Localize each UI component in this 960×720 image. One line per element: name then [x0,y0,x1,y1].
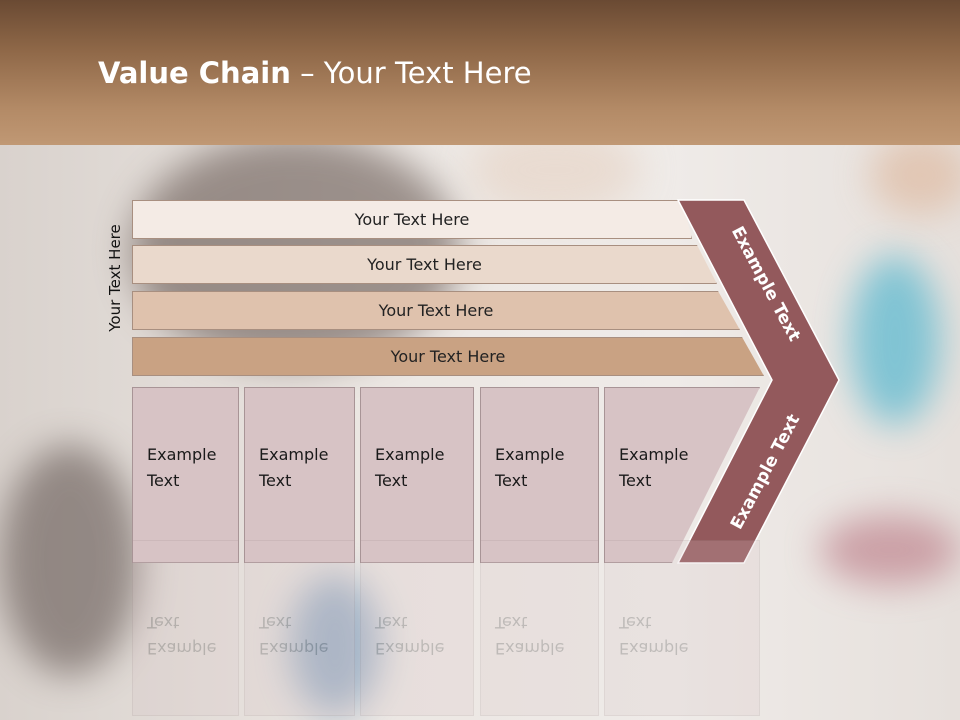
row-bar: Your Text Here [132,200,692,239]
row-bar: Your Text Here [132,291,740,330]
row-bar: Your Text Here [132,337,764,376]
vertical-axis-label: Your Text Here [106,223,124,332]
slide-title: Value Chain – Your Text Here [98,56,532,90]
title-banner: Value Chain – Your Text Here [0,0,960,145]
row-bar: Your Text Here [132,245,717,284]
